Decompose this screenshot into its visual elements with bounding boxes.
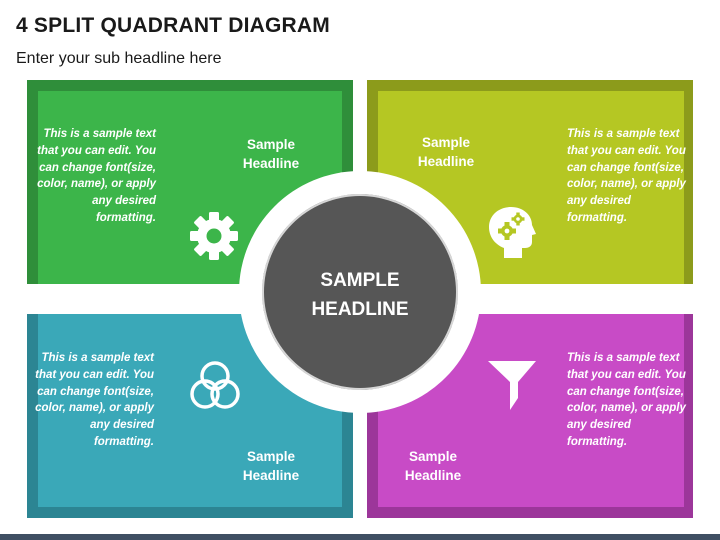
gear-icon xyxy=(190,212,238,260)
quadrant-text: This is a sample text that you can edit.… xyxy=(37,128,156,224)
venn-diagram-icon xyxy=(190,361,240,409)
footer-bar xyxy=(0,534,720,540)
center-circle xyxy=(258,190,462,394)
quadrant-text: This is a sample text that you can edit.… xyxy=(567,352,686,448)
page-title: 4 SPLIT QUADRANT DIAGRAM xyxy=(16,14,330,37)
quadrant-text: This is a sample text that you can edit.… xyxy=(567,128,686,224)
center-headline: SAMPLE HEADLINE xyxy=(311,270,409,320)
head-gears-icon xyxy=(489,207,536,258)
quadrant-text: This is a sample text that you can edit.… xyxy=(35,352,154,448)
funnel-icon xyxy=(488,361,536,410)
page-subtitle: Enter your sub headline here xyxy=(16,50,222,67)
